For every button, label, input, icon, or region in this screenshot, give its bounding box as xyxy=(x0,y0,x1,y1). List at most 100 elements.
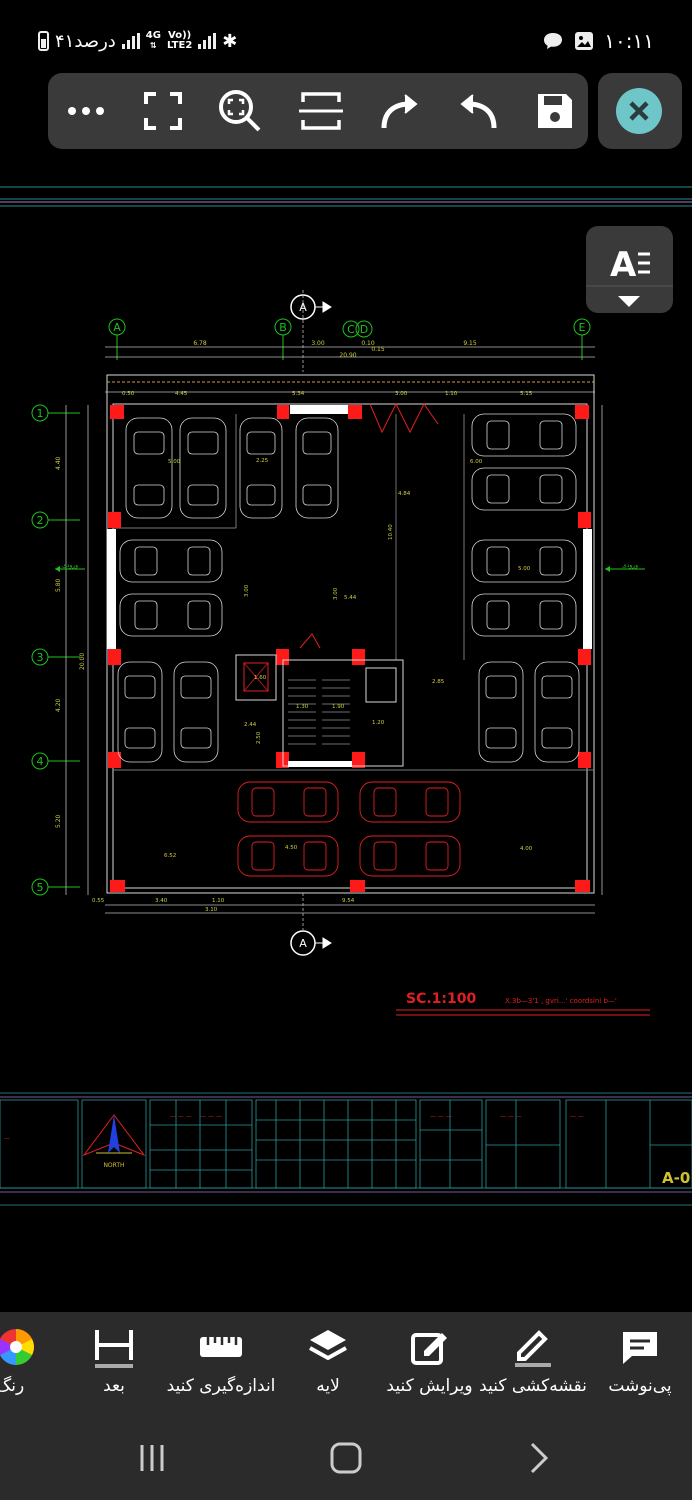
volte-indicator: Vo)) LTE2 xyxy=(166,30,193,51)
svg-text:1.60: 1.60 xyxy=(254,675,267,681)
layer-tool[interactable]: لایه xyxy=(298,1312,358,1420)
structural-columns xyxy=(108,405,591,892)
svg-text:— —: — — xyxy=(570,1113,584,1120)
svg-text:3.00: 3.00 xyxy=(244,584,250,597)
gallery-icon xyxy=(575,32,594,50)
svg-text:6.52: 6.52 xyxy=(164,853,176,859)
signal-icon xyxy=(121,33,140,49)
grid-columns xyxy=(108,318,591,360)
title-block xyxy=(0,1092,692,1206)
grid-row-5: 5 xyxy=(37,881,44,894)
chat-icon xyxy=(544,33,563,49)
sheet-code: A-01 xyxy=(662,1169,692,1187)
grid-row-2: 2 xyxy=(37,514,44,527)
svg-text:20.00: 20.00 xyxy=(79,653,86,670)
grid-row-3: 3 xyxy=(37,651,44,664)
svg-text:2.50: 2.50 xyxy=(256,731,262,744)
car-row-right xyxy=(471,413,577,637)
crop-button[interactable] xyxy=(295,85,347,137)
svg-text:5.00: 5.00 xyxy=(518,566,531,572)
svg-text:9.15: 9.15 xyxy=(463,340,477,347)
text-style-button[interactable]: A xyxy=(586,226,673,313)
svg-text:6.78: 6.78 xyxy=(193,340,207,347)
svg-text:2.25: 2.25 xyxy=(256,458,269,464)
svg-text:A: A xyxy=(299,937,307,950)
color-tool[interactable]: رنگ xyxy=(0,1312,36,1420)
home-button[interactable] xyxy=(322,1438,370,1478)
pencil-icon xyxy=(513,1324,553,1370)
scale-title: SC.1:100 xyxy=(406,991,476,1007)
svg-text:4.00: 4.00 xyxy=(520,846,533,852)
svg-text:5.34: 5.34 xyxy=(292,391,305,397)
bluetooth-icon: ✱ xyxy=(222,30,238,52)
svg-text:4.40: 4.40 xyxy=(55,456,62,470)
svg-text:1.90: 1.90 xyxy=(332,704,345,710)
car-row-left xyxy=(119,539,223,637)
side-dimension-text: 4.40 5.80 20.00 4.20 5.20 xyxy=(55,456,86,828)
svg-text:0.10: 0.10 xyxy=(361,340,375,347)
navigation-bar xyxy=(0,1420,692,1500)
entrance-labels: ورودی ورودی xyxy=(55,562,645,572)
zoom-extent-icon xyxy=(219,90,261,132)
svg-text:1.10: 1.10 xyxy=(212,898,225,904)
bottom-toolbar: پی‌نوشت نقشه‌کشی کنید ویرایش کنید لایه ا… xyxy=(0,1312,692,1420)
close-button[interactable] xyxy=(598,73,682,149)
svg-text:— — —: — — — xyxy=(170,1113,192,1120)
stair-core xyxy=(235,402,439,767)
clock: ۱۰:۱۱ xyxy=(604,29,654,53)
draw-tool[interactable]: نقشه‌کشی کنید xyxy=(479,1312,587,1420)
cad-drawing[interactable]: A B C D E A A 6.78 3.00 0.10 0.15 9.15 2… xyxy=(0,160,692,1220)
grid-col-b: B xyxy=(279,321,287,334)
text-format-icon: A xyxy=(586,245,673,307)
measure-tool[interactable]: اندازه‌گیری کنید xyxy=(166,1312,276,1420)
svg-text:9.54: 9.54 xyxy=(342,898,355,904)
section-marker-top: A xyxy=(290,294,332,320)
car-row-lower-right xyxy=(478,661,580,763)
north-arrow: NORTH xyxy=(82,1114,146,1169)
svg-text:0.50: 0.50 xyxy=(122,391,135,397)
svg-text:4.50: 4.50 xyxy=(285,845,298,851)
svg-text:1.30: 1.30 xyxy=(296,704,309,710)
svg-text:5.00: 5.00 xyxy=(168,459,181,465)
grid-row-labels: 1 2 3 4 5 xyxy=(37,407,44,894)
edit-tool[interactable]: ویرایش کنید xyxy=(382,1312,477,1420)
save-button[interactable] xyxy=(529,85,581,137)
battery-text: ۴۱درصد xyxy=(55,30,116,52)
scale-subtitle: X.3b—3'1 , gvri...' coordsini b—' xyxy=(505,997,617,1005)
svg-text:—: — xyxy=(4,1135,10,1142)
back-icon xyxy=(530,1442,549,1474)
more-button[interactable] xyxy=(60,85,112,137)
car-row-lower-left xyxy=(117,661,219,763)
grid-row-4: 4 xyxy=(37,755,44,768)
parking-cars xyxy=(117,413,580,763)
scale-title-block: SC.1:100 X.3b—3'1 , gvri...' coordsini b… xyxy=(396,991,650,1016)
svg-text:5.44: 5.44 xyxy=(344,595,357,601)
top-toolbar xyxy=(48,73,588,149)
svg-text:5.20: 5.20 xyxy=(55,814,62,828)
zoom-extent-button[interactable] xyxy=(214,85,266,137)
network-type: 4G ⇅ xyxy=(145,30,161,51)
redo-button[interactable] xyxy=(375,85,427,137)
bottom-dimensions xyxy=(105,290,595,930)
close-icon xyxy=(616,88,662,134)
crop-icon xyxy=(299,92,343,130)
svg-text:5.80: 5.80 xyxy=(55,578,62,592)
battery-icon xyxy=(38,31,49,51)
recents-button[interactable] xyxy=(128,1438,176,1478)
svg-text:4.45: 4.45 xyxy=(175,391,188,397)
status-left: ۴۱درصد 4G ⇅ Vo)) LTE2 ✱ xyxy=(38,28,237,54)
fullscreen-button[interactable] xyxy=(137,85,189,137)
svg-text:3.00: 3.00 xyxy=(333,587,339,600)
title-block-text: — — —— — — — — —— — — — — — xyxy=(4,1113,584,1142)
svg-text:0.15: 0.15 xyxy=(371,346,385,353)
grid-col-e: E xyxy=(579,321,586,334)
save-icon xyxy=(538,94,572,128)
svg-text:10.40: 10.40 xyxy=(388,524,394,540)
svg-text:3.00: 3.00 xyxy=(311,340,325,347)
sheet-border-top xyxy=(0,186,692,207)
back-button[interactable] xyxy=(515,1438,563,1478)
dimension-tool[interactable]: بعد xyxy=(90,1312,138,1420)
undo-button[interactable] xyxy=(451,85,503,137)
note-tool[interactable]: پی‌نوشت xyxy=(600,1312,680,1420)
grid-col-a: A xyxy=(113,321,121,334)
